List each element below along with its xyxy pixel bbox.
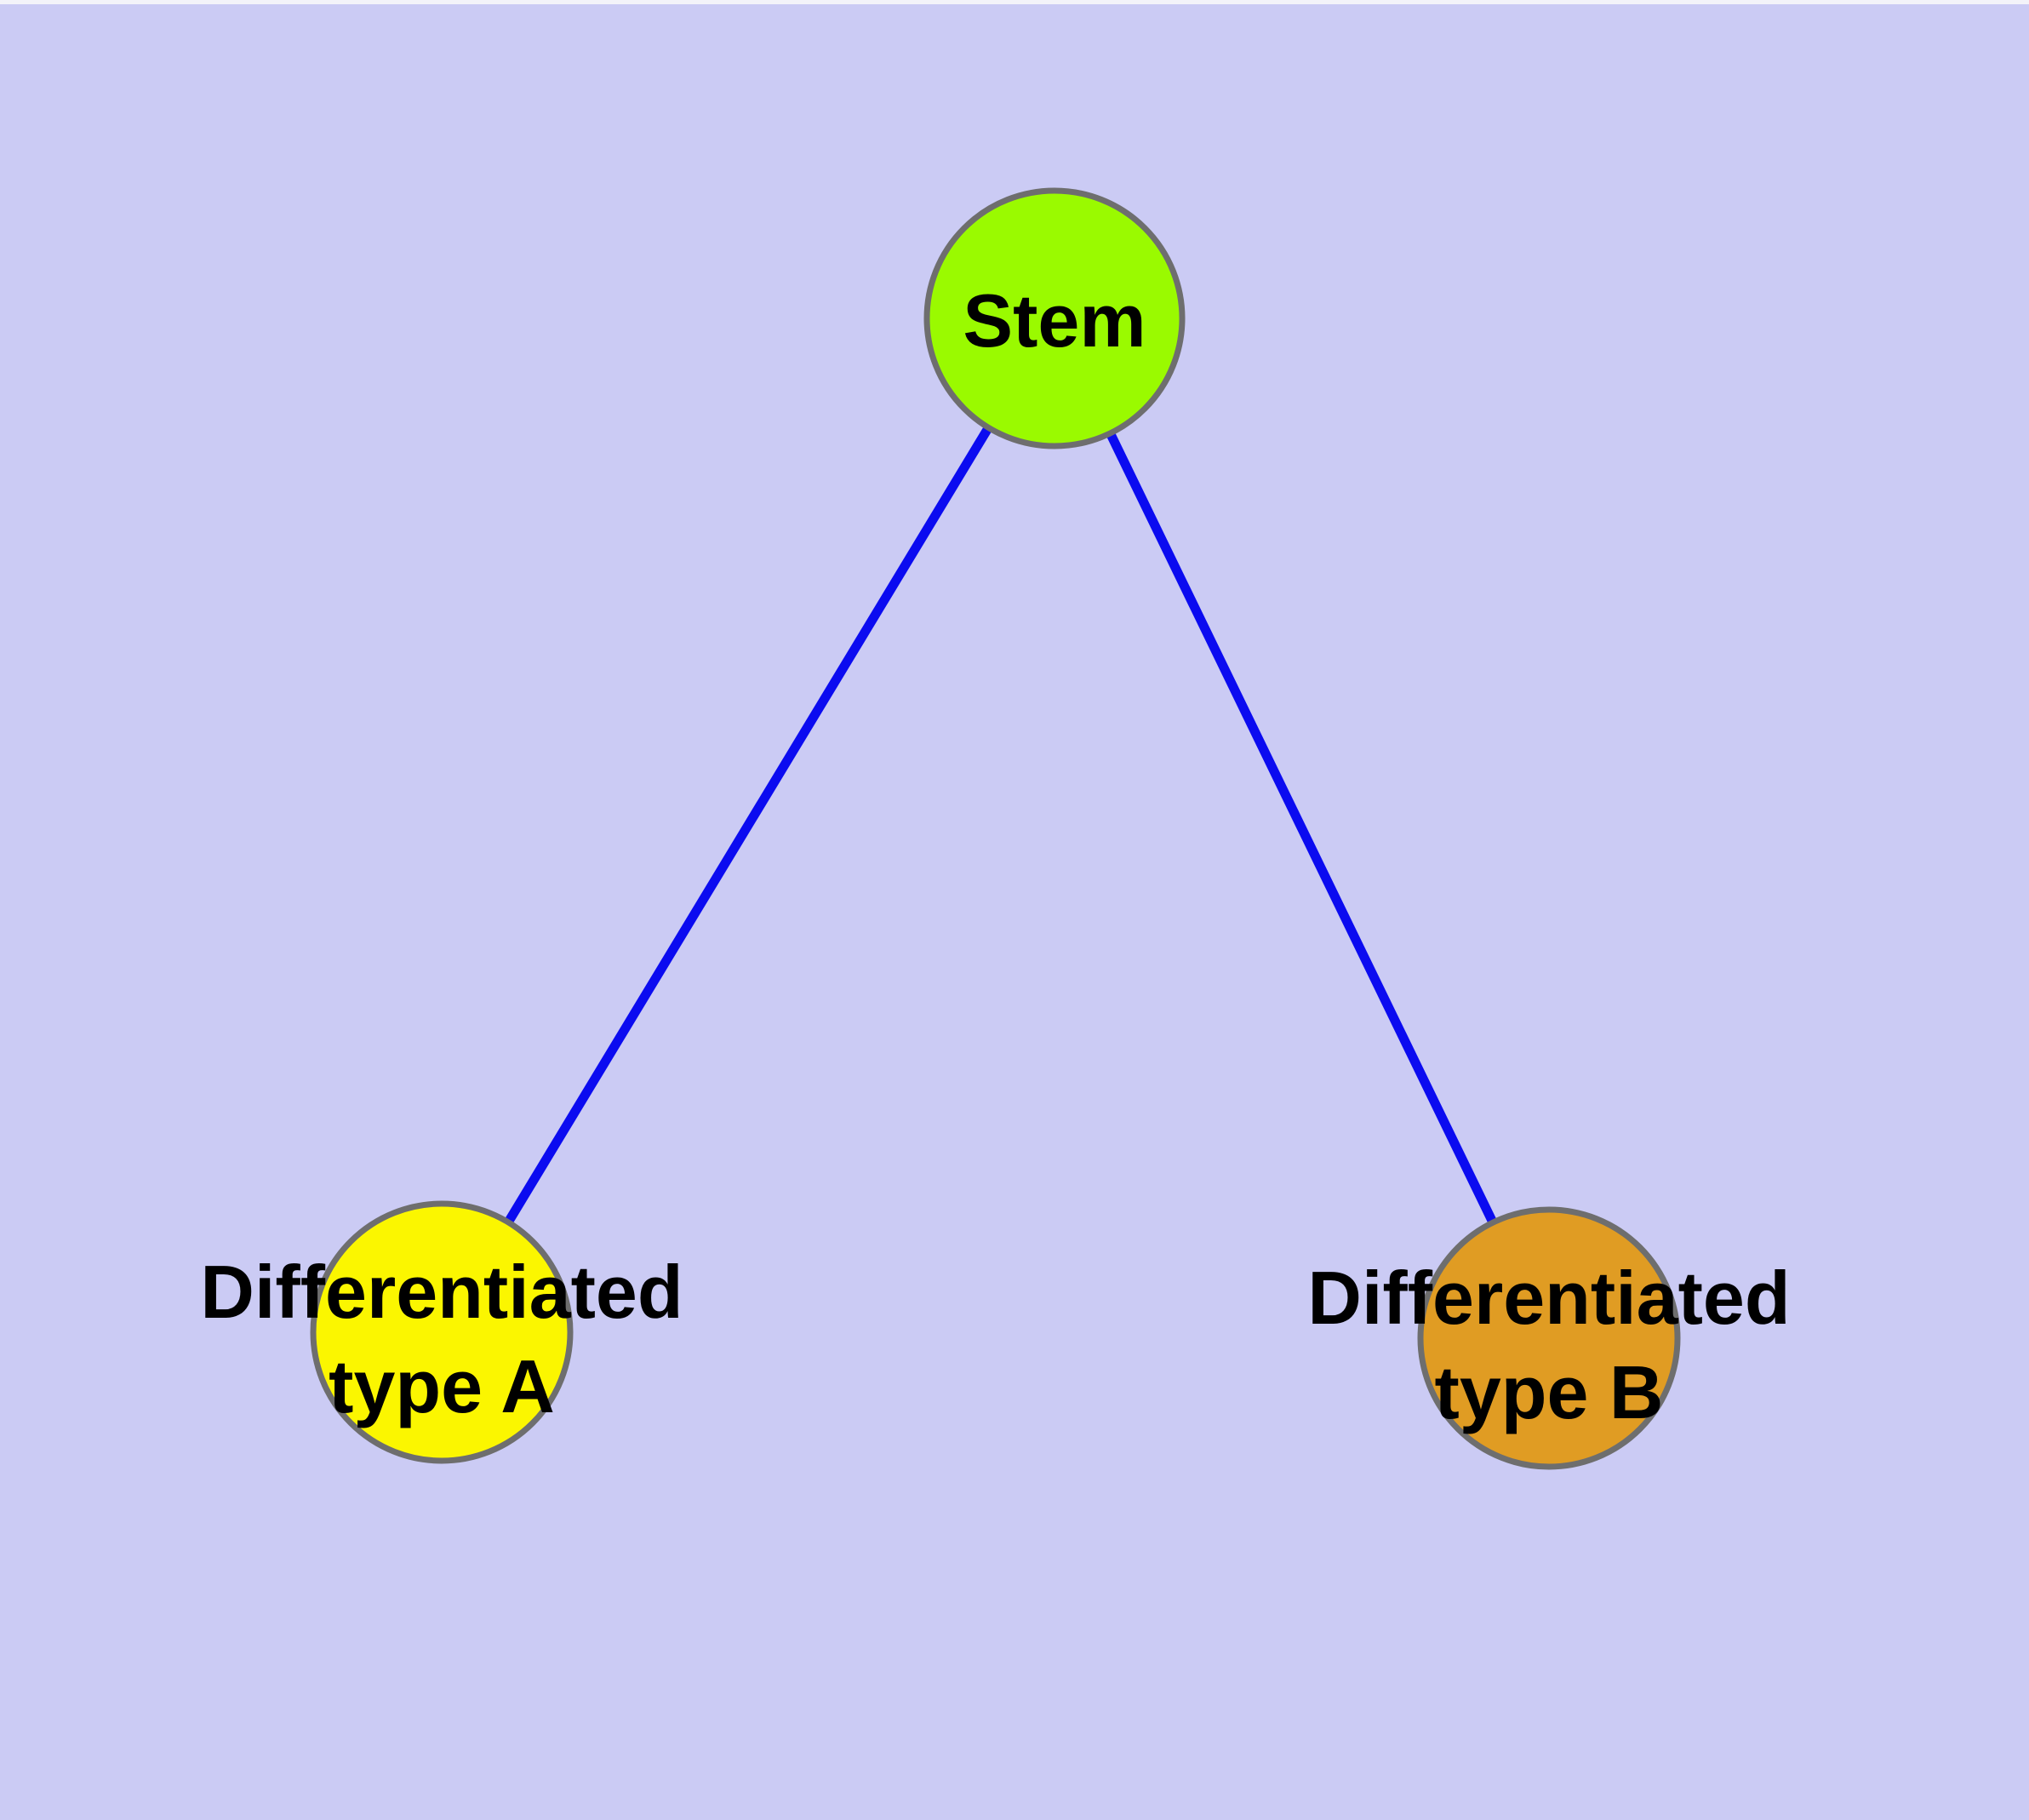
edge-stem-to-differentiated-type-b [1050,316,1553,1341]
node-differentiated-type-b[interactable] [1417,1206,1681,1470]
canvas-top-edge [0,0,2029,4]
node-differentiated-type-a[interactable] [310,1200,574,1464]
node-label-stem: Stem [963,278,1146,363]
edge-stem-to-differentiated-type-a [437,316,1059,1335]
node-stem[interactable] [923,187,1186,449]
